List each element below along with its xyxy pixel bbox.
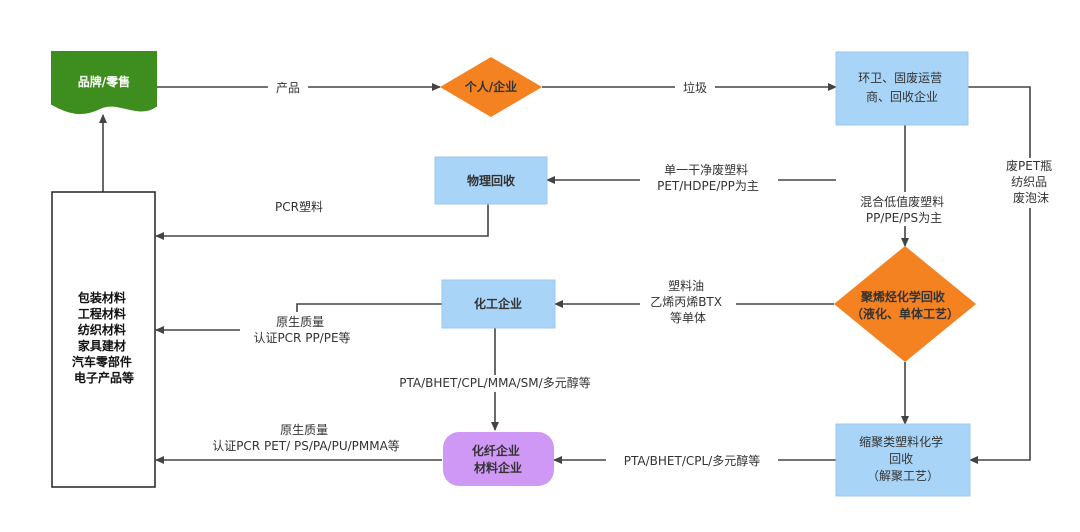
edge-label-pta1: PTA/BHET/CPL/MMA/SM/多元醇等: [399, 375, 590, 390]
edge-label-product: 产品: [276, 81, 300, 95]
sanitation-node: [835, 51, 969, 126]
fiber-label: 化纤企业 材料企业: [472, 443, 524, 475]
condensation-label: 缩聚类塑料化学 回收 （解聚工艺）: [859, 434, 947, 483]
edge-label-garbage: 垃圾: [683, 80, 707, 95]
person-node: [440, 57, 542, 117]
edge-label-clean-plastic: 单一干净废塑料 PET/HDPE/PP为主: [657, 162, 759, 193]
edge-label-virgin1: 原生质量 认证PCR PP/PE等: [253, 315, 350, 345]
edge-physical-to-materials: [155, 204, 489, 240]
chemical-label: 化工企业: [474, 296, 522, 311]
sanitation-label: 环卫、固废运营 商、回收企业: [858, 70, 946, 104]
edge-sanitation-to-condensation: [968, 86, 1031, 464]
edge-label-virgin2: 原生质量 认证PCR PET/ PS/PA/PU/PMMA等: [212, 423, 400, 453]
materials-label: 包装材料 工程材料 纺织材料 家具建材 汽车零部件 电子产品等: [72, 290, 136, 385]
edge-label-pcr: PCR塑料: [275, 199, 323, 214]
condensation-node: [835, 423, 971, 497]
brand-label: 品牌/零售: [78, 74, 130, 89]
polyolefin-node: [834, 246, 976, 362]
edge-label-oil: 塑料油 乙烯丙烯BTX 等单体: [650, 278, 726, 325]
chemical-node: [441, 279, 556, 329]
edge-label-mixed: 混合低值废塑料 PP/PE/PS为主: [860, 194, 948, 225]
fiber-node: [443, 432, 554, 486]
physical-node: [434, 156, 548, 205]
edge-label-waste-pet: 废PET瓶 纺织品 废泡沫: [1006, 158, 1056, 205]
physical-label: 物理回收: [467, 173, 515, 188]
brand-node: [51, 51, 157, 115]
materials-node: [51, 191, 156, 488]
polyolefin-label: 聚烯烃化学回收 （液化、单体工艺）: [851, 289, 959, 321]
person-label: 个人/企业: [464, 79, 517, 94]
edge-label-pta2: PTA/BHET/CPL/多元醇等: [624, 453, 760, 468]
